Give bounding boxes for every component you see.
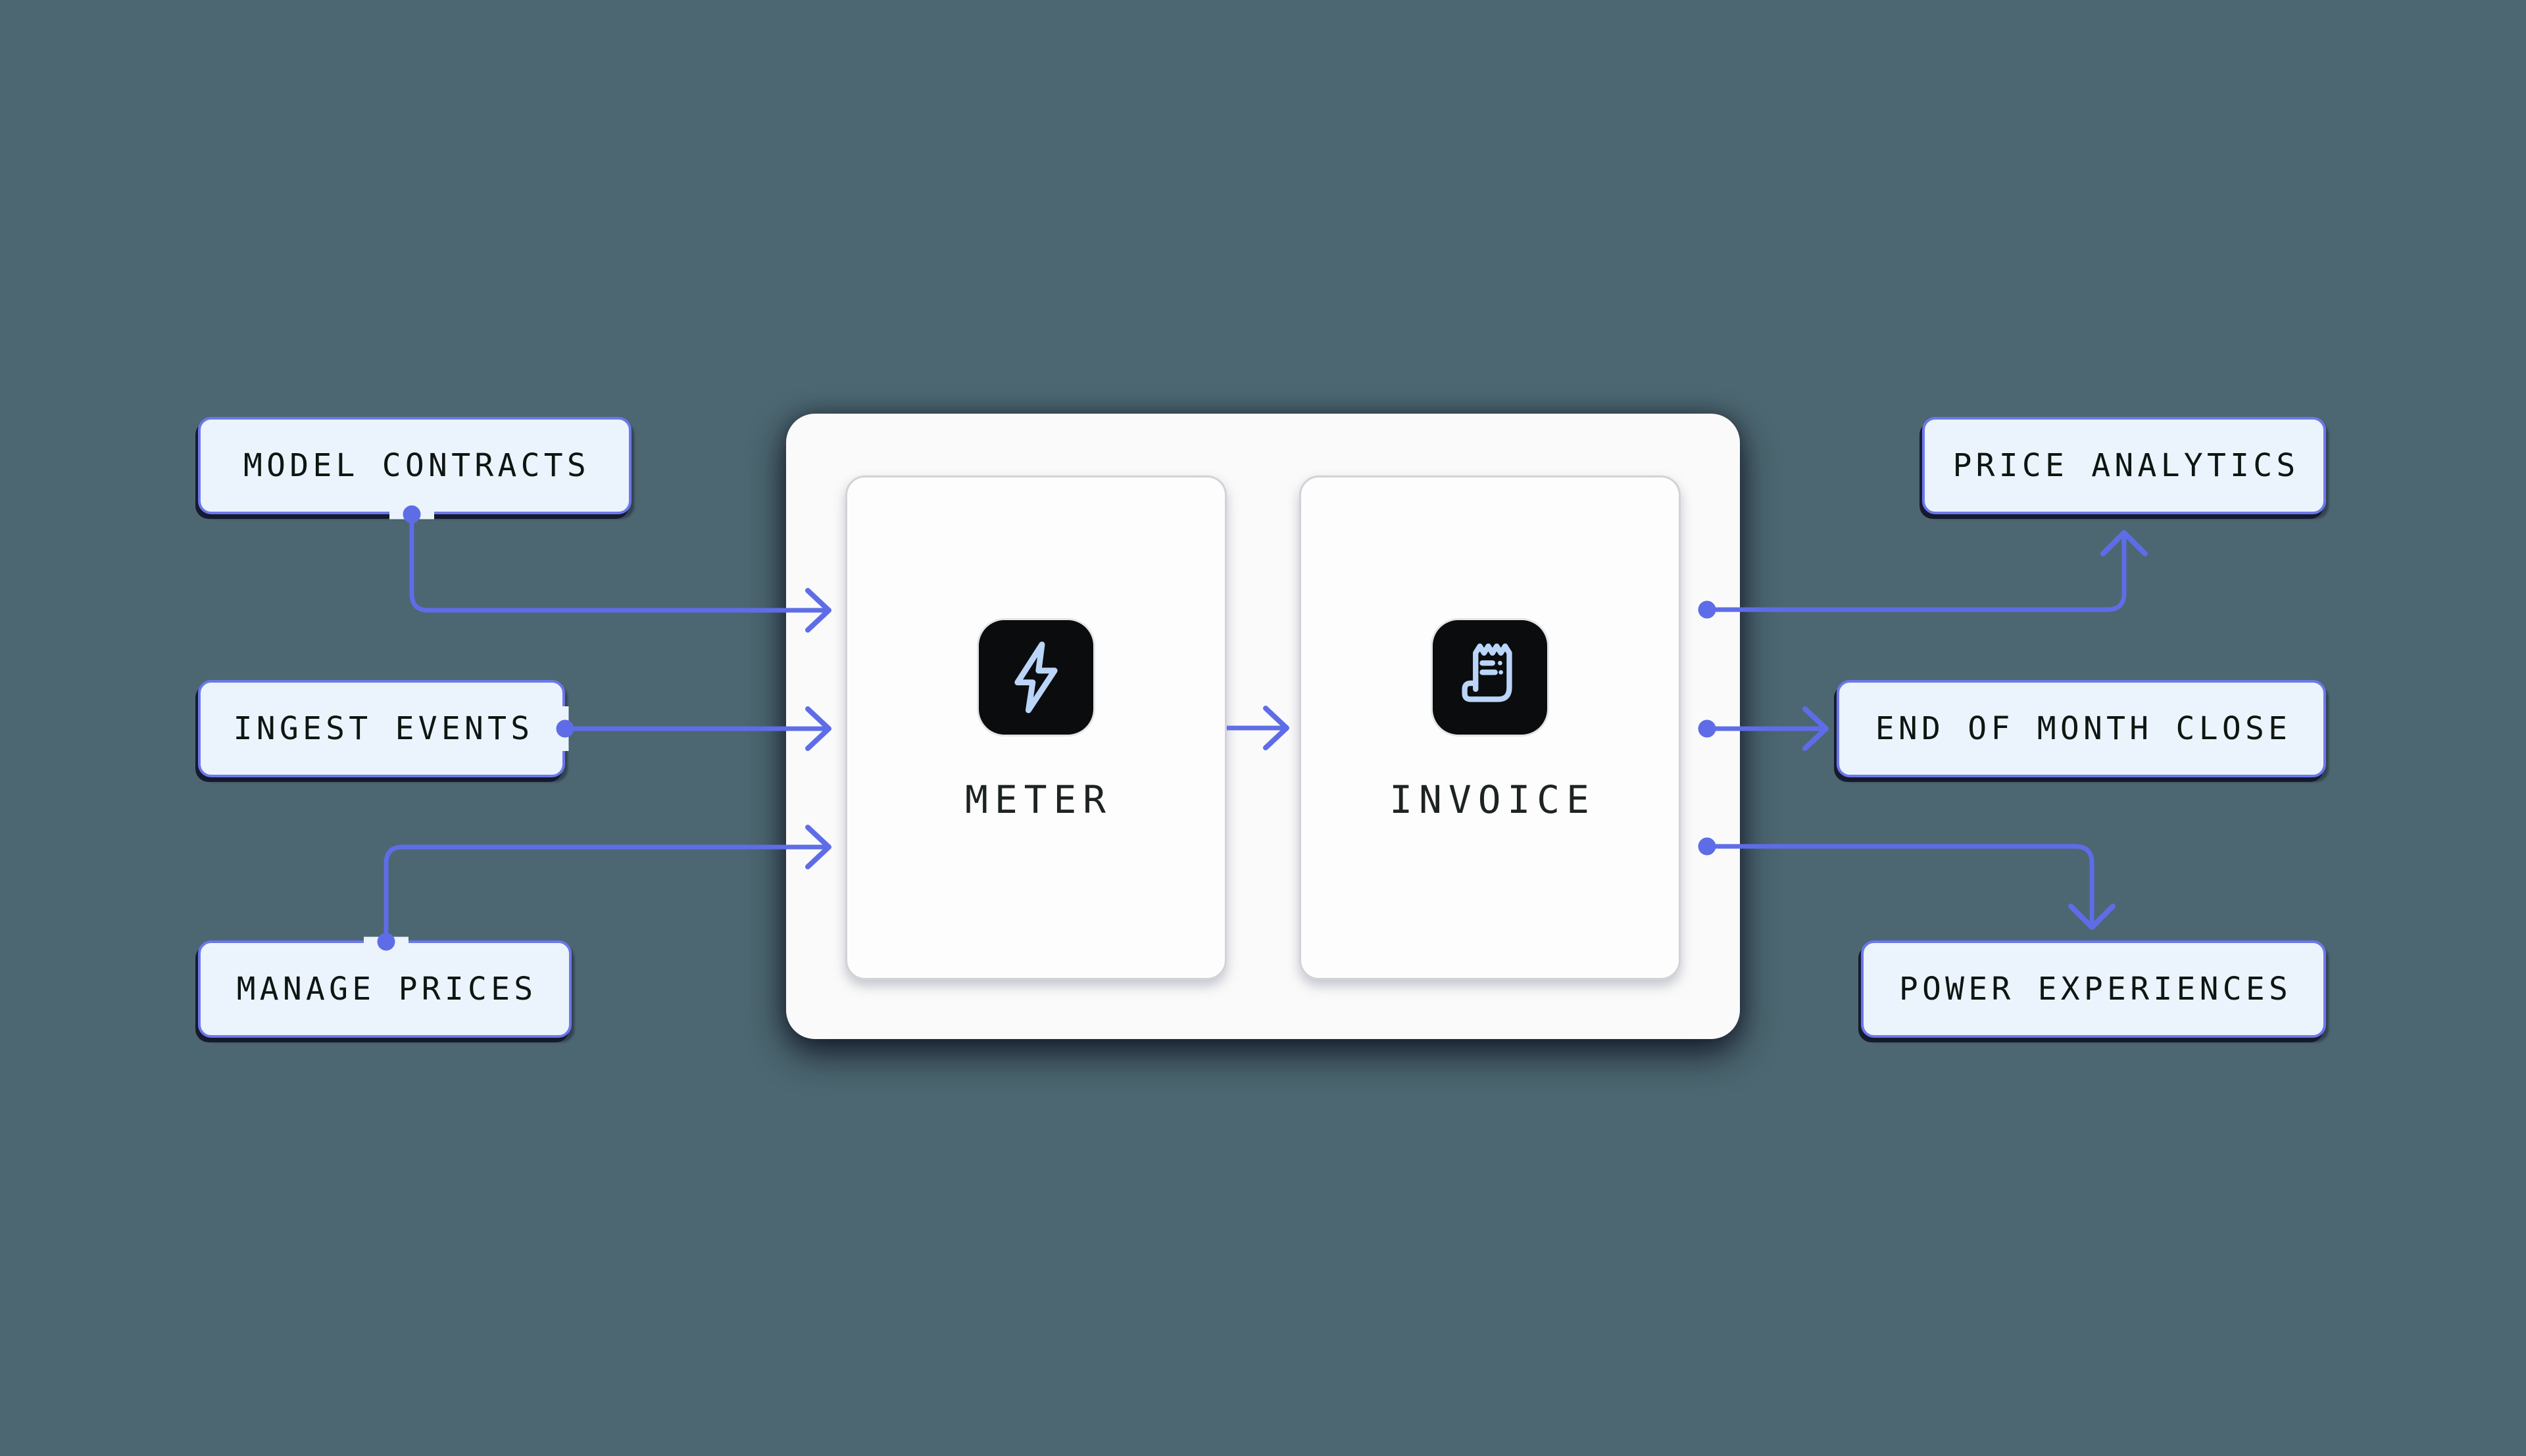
invoice-label: INVOICE [1389, 777, 1596, 822]
node-label: PRICE ANALYTICS [1952, 447, 2300, 484]
node-label: POWER EXPERIENCES [1898, 971, 2292, 1007]
connector-manage-prices-to-meter [384, 825, 831, 942]
node-label: END OF MONTH CLOSE [1875, 710, 2292, 747]
receipt-icon [1431, 618, 1549, 737]
node-label: MANAGE PRICES [236, 971, 537, 1007]
connector-invoice-to-power-experiences [1707, 844, 2116, 930]
node-model-contracts: MODEL CONTRACTS [198, 417, 632, 514]
connector-invoice-to-price-analytics [1707, 530, 2148, 612]
node-manage-prices: MANAGE PRICES [198, 940, 572, 1038]
meter-label: METER [965, 777, 1112, 822]
node-price-analytics: PRICE ANALYTICS [1922, 417, 2326, 514]
arrowhead-right-icon [1802, 706, 1829, 751]
meter-card: METER [845, 475, 1227, 980]
billing-engine-card: METER INVOICE [786, 414, 1740, 1039]
node-label: INGEST EVENTS [233, 710, 534, 747]
connector-model-contracts-to-meter [409, 515, 831, 633]
arrowhead-down-icon [2068, 904, 2116, 930]
node-power-experiences: POWER EXPERIENCES [1861, 940, 2326, 1038]
node-label: MODEL CONTRACTS [243, 447, 591, 484]
arrowhead-up-icon [2100, 530, 2148, 556]
node-end-of-month-close: END OF MONTH CLOSE [1837, 680, 2326, 777]
node-ingest-events: INGEST EVENTS [198, 680, 565, 777]
lightning-bolt-icon [977, 618, 1095, 737]
invoice-card: INVOICE [1299, 475, 1681, 980]
